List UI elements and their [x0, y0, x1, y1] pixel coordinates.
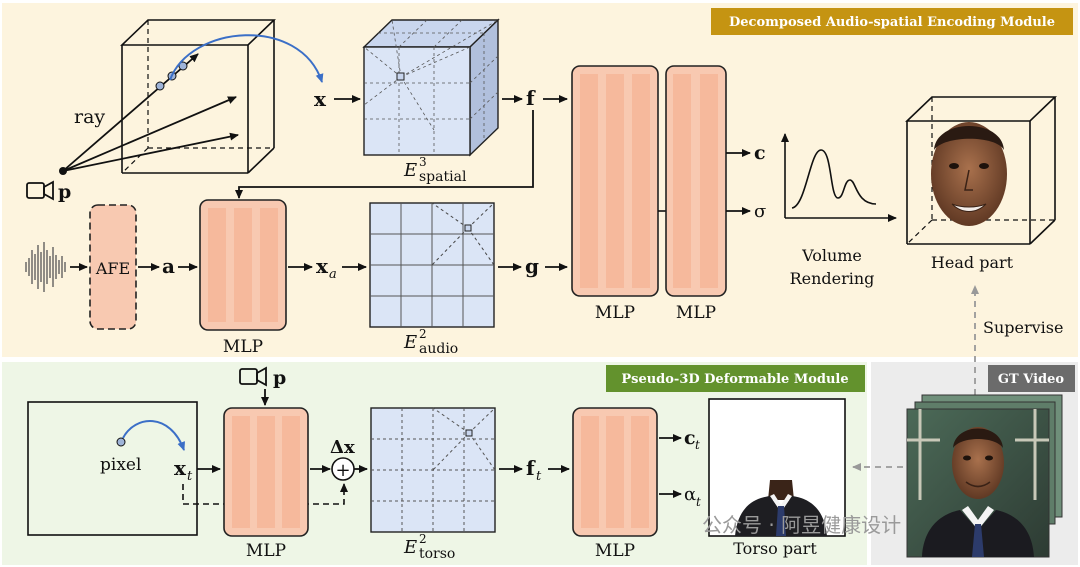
- xa-sub: a: [329, 267, 337, 282]
- xt-label: x: [174, 456, 187, 480]
- pixel-curve-arrow: [122, 420, 185, 451]
- mlp-color-block: [665, 65, 727, 297]
- sigma-label: σ: [754, 201, 766, 222]
- mlp-torso-block: [572, 407, 658, 537]
- camera-origin-dot: [59, 167, 67, 175]
- xt-sub: t: [187, 469, 193, 484]
- e-audio-sup: 2: [419, 327, 427, 341]
- ct-sub: t: [695, 438, 700, 452]
- torso-part-image: [708, 398, 846, 537]
- mlp-deform-block: [223, 407, 309, 537]
- gt-video-badge: GT Video: [988, 365, 1075, 392]
- e-audio-sub: audio: [419, 341, 458, 357]
- audio-waveform-icon: [25, 242, 66, 292]
- gt-video-frames: [906, 394, 1063, 558]
- plus-label: +: [335, 460, 350, 481]
- svg-text:Decomposed Audio-spatial Encod: Decomposed Audio-spatial Encoding Module: [729, 15, 1055, 30]
- supervise-label: Supervise: [983, 318, 1063, 337]
- camera-icon: [26, 180, 54, 201]
- ct-label: c: [684, 427, 696, 449]
- e-torso-sup: 2: [419, 532, 427, 546]
- mlp-audio-block: [199, 199, 287, 331]
- e-torso-sub: torso: [419, 546, 455, 562]
- torso-grid: [370, 407, 496, 533]
- alpha-t-label: α: [684, 484, 696, 505]
- f-feedback-line: [235, 110, 534, 199]
- pose-label-p-bottom: p: [273, 367, 286, 389]
- audio-grid: [369, 202, 495, 328]
- top-module-badge: Decomposed Audio-spatial Encoding Module: [711, 8, 1073, 35]
- ray-cube: [120, 19, 276, 174]
- xa-label: x: [316, 254, 329, 278]
- top-module-panel: [2, 3, 1078, 357]
- x-label: x: [314, 87, 327, 111]
- delta-x-label: Δx: [330, 437, 355, 458]
- ft-sub: t: [536, 469, 542, 484]
- volume-label: Volume: [801, 246, 862, 265]
- mlp-deform-label: MLP: [246, 541, 286, 561]
- ray-label: ray: [74, 106, 105, 128]
- e-torso-label: E: [403, 537, 417, 558]
- mlp-audio-label: MLP: [223, 337, 263, 357]
- pose-label-p: p: [58, 181, 71, 203]
- mlp-color-label: MLP: [676, 303, 716, 323]
- rendering-label: Rendering: [790, 269, 875, 288]
- e-spatial-sub: spatial: [419, 169, 467, 185]
- mlp-density-block: [571, 65, 659, 297]
- f-label: f: [526, 86, 536, 110]
- head-face-image: [931, 122, 1007, 226]
- sample-to-grid-arrow: [169, 34, 324, 83]
- mlp-density-label: MLP: [595, 303, 635, 323]
- mlp-torso-label: MLP: [595, 541, 635, 561]
- bottom-module-badge: Pseudo-3D Deformable Module: [606, 365, 865, 392]
- pixel-label: pixel: [100, 455, 141, 475]
- e-audio-label: E: [403, 332, 417, 353]
- a-label: a: [162, 254, 175, 278]
- pixel-point: [116, 437, 126, 447]
- camera-icon-bottom: [239, 366, 267, 387]
- c-label: c: [754, 142, 766, 164]
- e-spatial-label: E: [403, 160, 417, 181]
- torso-part-label: Torso part: [733, 539, 817, 558]
- g-label: g: [525, 254, 539, 278]
- watermark: 公众号 · 阿昱健康设计: [702, 513, 901, 537]
- spatial-grid-cube: [362, 18, 500, 157]
- alpha-t-sub: t: [696, 495, 701, 509]
- svg-text:GT Video: GT Video: [998, 372, 1064, 387]
- svg-text:Pseudo-3D Deformable Module: Pseudo-3D Deformable Module: [621, 372, 848, 387]
- afe-block: [89, 204, 137, 330]
- volume-rendering-plot: [781, 133, 897, 222]
- ft-label: f: [526, 456, 536, 480]
- afe-label: AFE: [95, 259, 130, 278]
- head-part-label: Head part: [931, 253, 1014, 272]
- e-spatial-sup: 3: [419, 155, 427, 169]
